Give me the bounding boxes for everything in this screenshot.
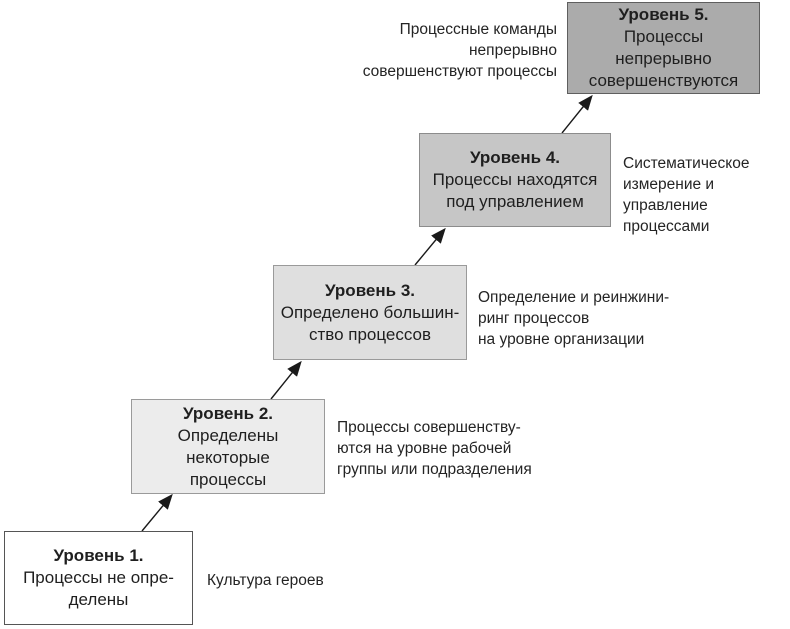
level-2-annotation: Процессы совершенству- ются на уровне ра…: [337, 419, 532, 478]
level-3-box: Уровень 3. Определено большин- ство проц…: [273, 265, 467, 360]
level-5-title: Уровень 5.: [618, 5, 709, 24]
level-5-body: Процессы непрерывно совершенствуются: [588, 27, 739, 90]
level-5-annotation: Процессные команды непрерывно совершенст…: [362, 21, 557, 80]
arrow-level-4-to-5: [561, 94, 593, 134]
level-2-body: Определены некоторые процессы: [177, 425, 279, 489]
level-3-title: Уровень 3.: [325, 280, 415, 300]
level-1-body: Процессы не опре- делены: [23, 568, 174, 609]
level-5-box: Уровень 5. Процессы непрерывно совершенс…: [567, 2, 760, 94]
level-3-body: Определено большин- ство процессов: [280, 302, 460, 344]
level-2-title: Уровень 2.: [183, 403, 273, 423]
level-4-title: Уровень 4.: [470, 148, 560, 167]
level-1-annotation: Культура героев: [207, 572, 324, 589]
level-1-title: Уровень 1.: [53, 546, 144, 565]
level-4-body: Процессы находятся под управлением: [432, 170, 598, 211]
level-3-annotation: Определение и реинжини- ринг процессов н…: [478, 289, 670, 348]
level-1-box: Уровень 1. Процессы не опре- делены: [4, 531, 193, 625]
arrow-level-3-to-4: [414, 227, 446, 266]
level-4-annotation: Систематическое измерение и управление п…: [623, 155, 750, 235]
level-4-box: Уровень 4. Процессы находятся под управл…: [419, 133, 611, 227]
arrow-level-2-to-3: [270, 360, 302, 400]
arrow-level-1-to-2: [141, 493, 173, 532]
level-2-box: Уровень 2. Определены некоторые процессы: [131, 399, 325, 494]
